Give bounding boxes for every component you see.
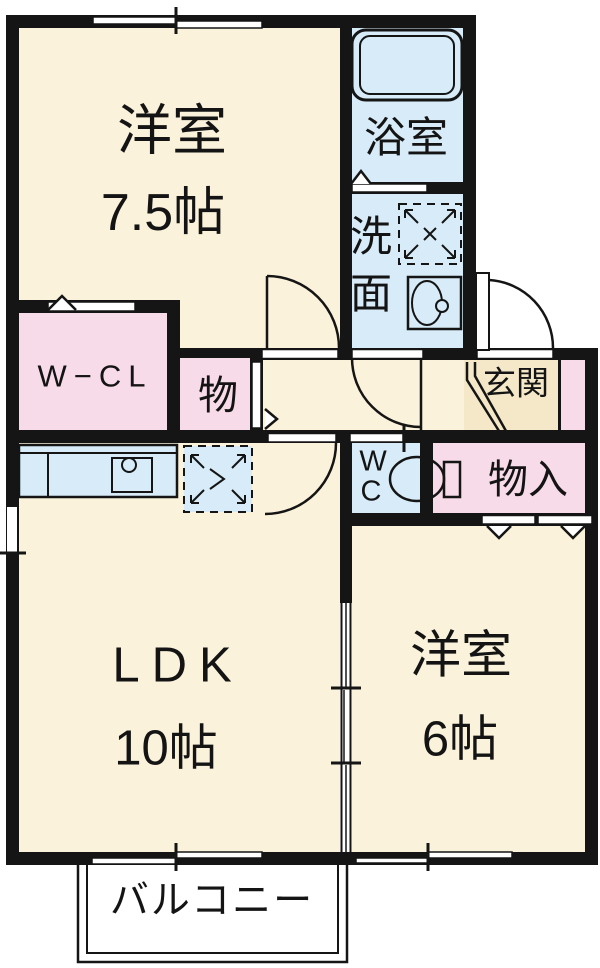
balcony-border	[76, 865, 349, 964]
fridge-space-icon	[183, 445, 253, 513]
window-left-ldk	[0, 507, 26, 555]
door-toilet	[349, 424, 406, 452]
room-label-closet: 物	[198, 374, 238, 418]
toilet-icon	[388, 455, 462, 503]
wall-closet-top	[167, 348, 252, 358]
room-closet-floor	[180, 358, 250, 430]
door-closet	[251, 361, 262, 429]
window-bottom-western2	[355, 843, 513, 871]
room-wcl-floor	[19, 313, 167, 430]
room-storage-floor	[433, 443, 585, 513]
room-label-toilet-c: C	[360, 475, 382, 508]
entrance-step-floor	[464, 360, 558, 430]
washroom-sink-icon	[406, 275, 463, 331]
caret-storage-2	[560, 525, 586, 540]
washer-space-icon	[398, 203, 462, 265]
room-label-balcony: バルコニー	[109, 879, 315, 923]
room-toilet-floor	[352, 443, 420, 513]
door-arc-ldk	[264, 442, 338, 516]
kitchen-counter-icon	[17, 443, 179, 499]
room-label-western2-name: 洋室	[409, 626, 513, 684]
wall-toilet-right	[420, 430, 433, 526]
room-label-entrance: 玄関	[483, 364, 549, 402]
wall-right	[585, 348, 598, 865]
room-label-western2-size: 6帖	[421, 712, 499, 767]
door-arc-entrance	[475, 272, 555, 351]
wall-wcl-right	[167, 300, 180, 443]
wall-ldk-western2	[340, 443, 352, 603]
sliding-partition	[331, 603, 361, 852]
window-balcony-door	[91, 843, 263, 871]
door-opening-washroom	[351, 348, 424, 360]
caret-wcl	[47, 294, 77, 311]
door-wcl	[47, 301, 136, 312]
door-arc-western1	[265, 274, 341, 349]
caret-closet	[264, 408, 279, 430]
room-label-ldk-name: LDK	[112, 638, 244, 693]
door-arc-washroom	[350, 357, 423, 430]
room-label-western1-size: 7.5帖	[100, 184, 226, 242]
door-opening-entrance	[476, 348, 554, 360]
room-label-wcl: W−CL	[37, 358, 153, 394]
caret-bathroom	[350, 168, 372, 185]
room-label-storage: 物入	[488, 458, 568, 502]
door-opening-western1	[261, 348, 339, 360]
room-western1-floor	[19, 28, 340, 348]
door-bathroom	[351, 183, 428, 193]
room-label-toilet-w: W	[359, 445, 387, 478]
door-ldk-leaf	[267, 432, 337, 443]
door-storage	[481, 514, 593, 525]
room-label-ldk-size: 10帖	[114, 721, 218, 776]
window-top-western1	[92, 7, 263, 34]
room-label-bathroom: 浴室	[363, 114, 449, 161]
room-label-washroom-1: 洗	[349, 213, 393, 260]
bathtub-icon	[350, 28, 464, 102]
caret-storage-1	[486, 525, 512, 540]
room-label-washroom-2: 面	[349, 270, 393, 317]
shoe-cabinet	[558, 358, 585, 430]
room-western2-floor	[352, 513, 585, 852]
entrance-step-line	[465, 362, 508, 432]
room-label-western1-name: 洋室	[116, 99, 228, 162]
